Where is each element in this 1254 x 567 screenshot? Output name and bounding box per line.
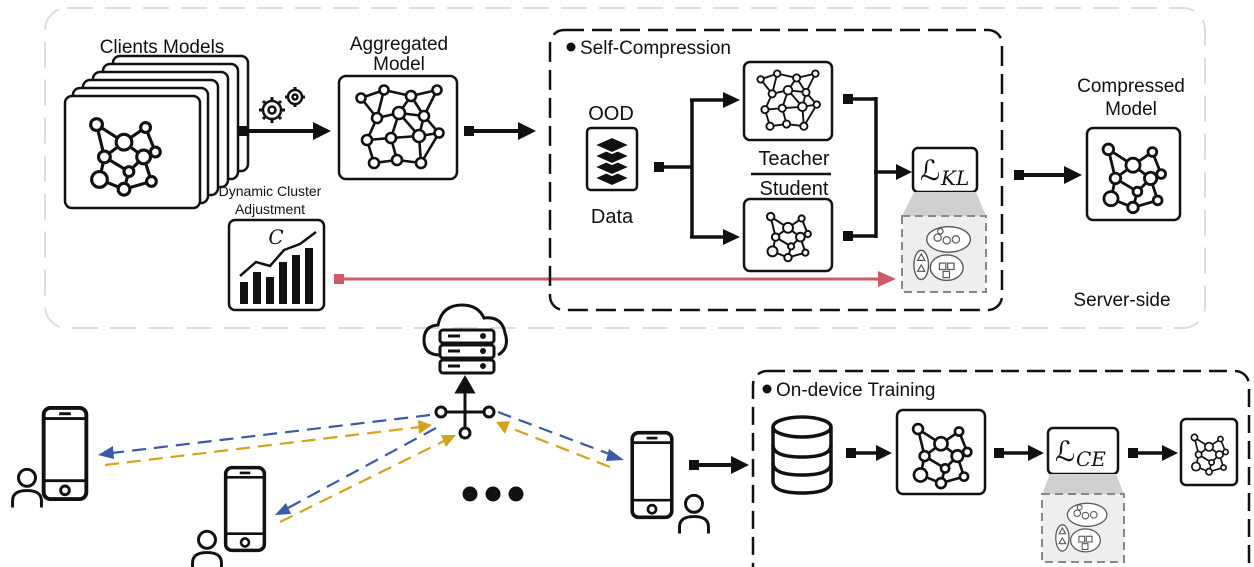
federated-communication-arrows	[104, 410, 613, 523]
more-clients-ellipsis	[462, 486, 524, 502]
clients-models-label: Clients Models	[100, 37, 225, 58]
compressed-model-label-1: Compressed	[1077, 76, 1185, 97]
ce-loss-symbol: ℒ	[1055, 435, 1075, 468]
teacher-model-box	[742, 60, 834, 142]
arrow-to-compressed	[1014, 166, 1082, 184]
server-side-panel	[44, 7, 1206, 329]
smartphone-icon	[41, 405, 89, 502]
ce-feature-inset	[1041, 474, 1125, 563]
on-device-title: On-device Training	[776, 380, 935, 401]
smartphone-icon	[223, 465, 267, 553]
dynamic-cluster-label-2: Adjustment	[235, 201, 305, 217]
aggregated-model-label-1: Aggregated	[350, 34, 448, 55]
arrow-aggregated-to-compression	[464, 122, 536, 140]
self-compression-title: Self-Compression	[580, 38, 731, 59]
merge-arrow	[843, 94, 912, 241]
bar-chart-icon: C	[227, 218, 326, 312]
compressed-model-label-2: Model	[1105, 99, 1157, 120]
kl-loss-symbol: ℒ	[920, 154, 940, 187]
cluster-adjustment-arrow	[334, 271, 896, 287]
layers-icon	[591, 135, 633, 188]
aggregated-model-label-2: Model	[373, 54, 425, 75]
teacher-label: Teacher	[758, 148, 829, 170]
user-icon	[11, 467, 43, 510]
cloud-server-icon	[422, 303, 508, 375]
user-icon	[678, 493, 710, 536]
arrow-model-to-ce	[994, 445, 1044, 461]
server-side-label: Server-side	[1073, 290, 1170, 311]
distribution-hub-icon	[434, 374, 496, 440]
communication-arrowheads	[98, 420, 624, 515]
arrow-ce-to-model	[1128, 445, 1178, 461]
student-label: Student	[760, 178, 829, 200]
on-device-training-panel	[751, 369, 1251, 567]
data-label: Data	[591, 206, 634, 228]
ce-loss-subscript: CE	[1076, 447, 1106, 471]
kl-feature-inset	[901, 192, 987, 293]
kl-loss-subscript: KL	[940, 166, 969, 190]
self-compression-bullet	[566, 42, 576, 52]
cluster-symbol: C	[268, 225, 283, 249]
self-compression-panel	[548, 28, 1004, 312]
database-icon	[771, 415, 833, 495]
arrow-database-to-model	[846, 445, 892, 461]
ood-label: OOD	[588, 103, 634, 125]
smartphone-icon	[630, 430, 674, 520]
on-device-bullet	[762, 384, 772, 394]
gears-icon	[259, 87, 305, 123]
user-icon	[191, 529, 223, 567]
dynamic-cluster-label-1: Dynamic Cluster	[219, 183, 322, 199]
arrow-to-on-device	[689, 456, 749, 474]
split-arrow	[654, 92, 740, 245]
clients-models-stack	[63, 54, 250, 210]
arrow-clients-to-aggregated	[239, 122, 331, 140]
